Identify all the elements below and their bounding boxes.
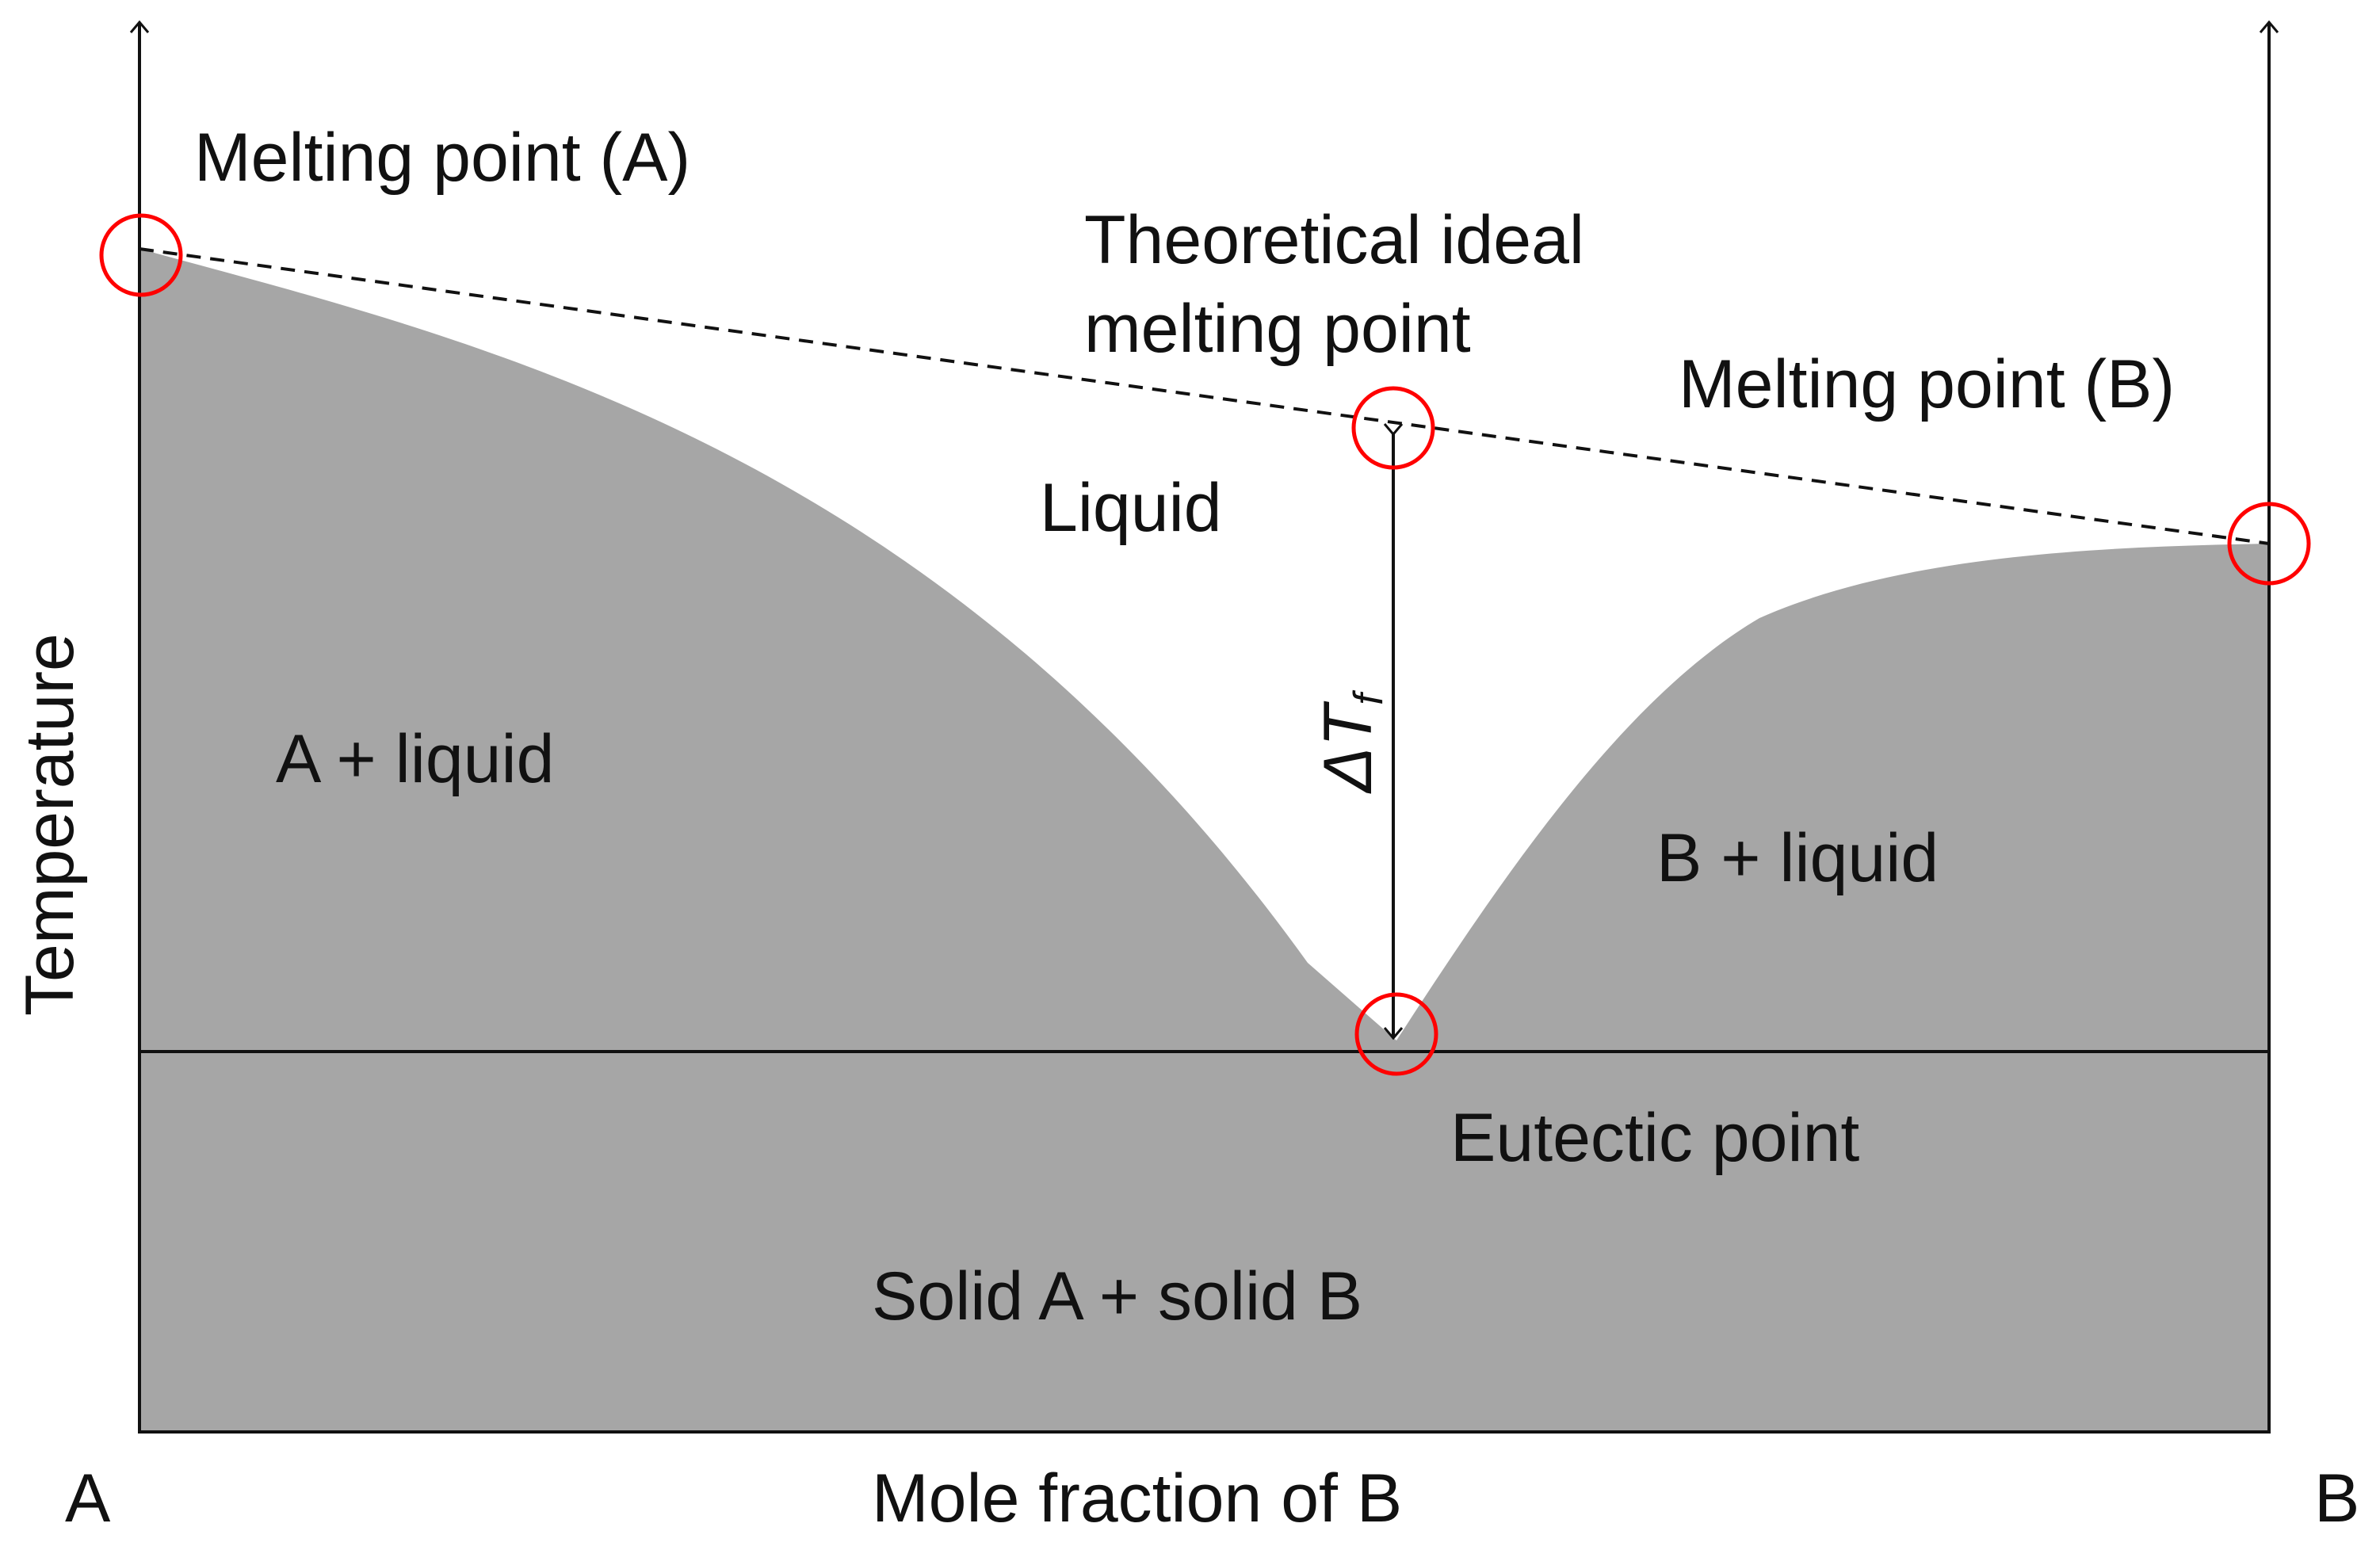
ideal-melting-line [139,247,2270,545]
delta-tf-symbol: ΔT [1310,701,1386,794]
eutectic-point-marker [1354,992,1438,1076]
solid-region-label: Solid A + solid B [872,1258,1362,1334]
svg-text:ΔTf: ΔTf [1310,690,1392,794]
liquid-region-label: Liquid [1040,470,1222,546]
melting-point-a-marker [99,213,183,297]
ideal-melting-point-marker [1351,386,1435,470]
delta-tf-subscript: f [1346,690,1392,705]
eutectic-point-label: Eutectic point [1450,1100,1859,1176]
melting-point-b-label: Melting point (B) [1679,346,2175,422]
y-axis-label: Temperature [12,633,88,1016]
left-end-label: A [65,1460,111,1537]
x-axis-label: Mole fraction of B [872,1460,1402,1537]
melting-point-a-label: Melting point (A) [194,120,690,196]
ideal-melting-label-line1: Theoretical ideal [1084,202,1584,278]
ideal-melting-label-line2: melting point [1084,291,1471,367]
two-phase-region-fill [139,249,2269,1432]
right-end-label: B [2314,1460,2359,1537]
delta-tf-label: ΔTf [1310,690,1392,794]
melting-point-b-marker [2227,502,2311,586]
a-plus-liquid-label: A + liquid [276,721,554,797]
b-plus-liquid-label: B + liquid [1656,820,1939,896]
